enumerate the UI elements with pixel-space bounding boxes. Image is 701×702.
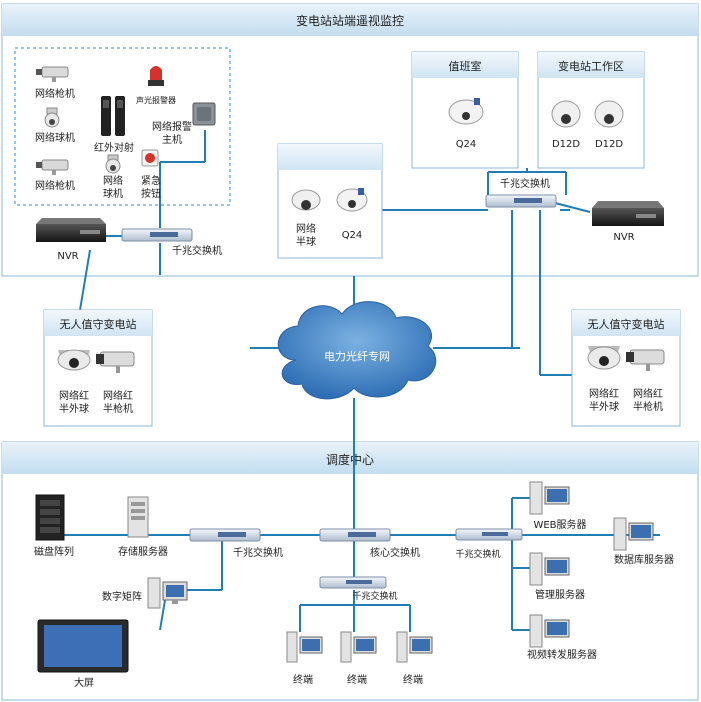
cam2-label: 网络球机 — [35, 131, 75, 144]
workshop-cam1-label: D12D — [552, 139, 580, 150]
terminal-label-2: 终端 — [347, 673, 367, 686]
switch-icon — [485, 194, 557, 208]
terminal-icon — [340, 631, 377, 663]
unattended-right-cam2-2: 半枪机 — [633, 400, 663, 413]
top-left-device-box: 网络枪机 网络球机 网络枪机 红外对射 声光报警器 — [14, 47, 231, 206]
ptz-dome-icon — [44, 107, 60, 128]
disk-array-icon — [35, 494, 65, 541]
sound-light-alarm-label: 声光报警器 — [136, 95, 176, 105]
server-icon — [529, 614, 570, 648]
unattended-station-right: 无人值守变电站 网络红 半外球 网络红 半枪机 — [571, 309, 681, 427]
switch-icon — [189, 528, 261, 542]
workshop-cam2-label: D12D — [595, 139, 623, 150]
camera-icon — [36, 159, 69, 175]
emergency-label-1: 紧急 — [141, 174, 161, 187]
unattended-station-left: 无人值守变电站 网络红 半外球 网络红 半枪机 — [43, 309, 153, 427]
bottom-switch-right-label: 千兆交换机 — [455, 548, 500, 560]
terminal-icon — [286, 631, 323, 663]
unattended-left-title: 无人值守变电站 — [60, 317, 137, 331]
unattended-right-cam2-1: 网络红 — [633, 387, 663, 400]
mid-camera-box: 网络 半球 Q24 — [277, 143, 383, 259]
ir-beam-icon — [101, 96, 125, 136]
cam1-label: 网络枪机 — [35, 87, 75, 100]
bottom-switch-left-label: 千兆交换机 — [233, 546, 283, 559]
top-section-title: 变电站站端遥视监控 — [296, 13, 404, 28]
duty-room-box: 值班室 Q24 — [411, 51, 519, 169]
unattended-right-cam1-2: 半外球 — [589, 400, 619, 413]
mgmt-server-label: 管理服务器 — [535, 588, 585, 601]
terminal-label-3: 终端 — [403, 673, 423, 686]
big-screen-icon — [37, 619, 129, 673]
storage-server-icon — [127, 496, 149, 538]
switch-icon — [455, 528, 523, 541]
switch-right-label: 千兆交换机 — [500, 177, 550, 190]
camera-icon — [36, 66, 69, 82]
dome-label-1: 网络 — [103, 174, 123, 187]
emergency-button-icon — [141, 149, 159, 167]
nvr-right-label: NVR — [613, 232, 634, 243]
fisheye-camera-icon — [448, 98, 484, 125]
disk-array-label: 磁盘阵列 — [34, 545, 74, 558]
ptz-dome-icon — [105, 154, 121, 174]
small-switch-label: 千兆交换机 — [352, 590, 397, 602]
fiber-network-cloud: 电力光纤专网 — [277, 301, 437, 400]
alarm-light-icon — [148, 66, 164, 86]
cloud-label: 电力光纤专网 — [324, 349, 390, 363]
ir-dome-camera-icon — [587, 346, 621, 370]
fisheye-camera-icon — [336, 188, 368, 212]
nvr-right-icon — [592, 201, 664, 226]
dome-camera-icon — [291, 189, 321, 211]
core-switch-icon — [319, 528, 391, 542]
duty-room-title: 值班室 — [449, 59, 482, 73]
workshop-title: 变电站工作区 — [558, 59, 624, 73]
ir-bullet-camera-icon — [626, 349, 665, 371]
server-icon — [529, 552, 570, 586]
switch-left-label: 千兆交换机 — [172, 244, 222, 257]
big-screen-label: 大屏 — [74, 676, 94, 689]
digital-matrix-icon — [147, 577, 188, 609]
unattended-left-cam1-2: 半外球 — [59, 402, 89, 415]
db-server-label: 数据库服务器 — [614, 553, 674, 566]
core-switch-label: 核心交换机 — [370, 546, 420, 559]
ir-dome-camera-icon — [57, 349, 91, 371]
storage-server-label: 存储服务器 — [118, 545, 168, 558]
mid-cam2-label: Q24 — [342, 230, 363, 241]
unattended-left-cam2-2: 半枪机 — [103, 402, 133, 415]
web-server-label: WEB服务器 — [533, 518, 586, 531]
nvr-left-label: NVR — [57, 251, 78, 262]
dome-camera-icon — [551, 100, 581, 128]
emergency-label-2: 按钮 — [141, 187, 161, 200]
workshop-box: 变电站工作区 D12D D12D — [537, 51, 645, 169]
digital-matrix-label: 数字矩阵 — [102, 590, 142, 603]
terminal-icon — [396, 631, 433, 663]
switch-icon — [319, 576, 387, 589]
ir-bullet-camera-icon — [96, 351, 135, 373]
duty-room-cam-label: Q24 — [456, 139, 477, 150]
cam3-label: 网络枪机 — [35, 179, 75, 192]
video-server-label: 视频转发服务器 — [527, 648, 597, 661]
ir-label: 红外对射 — [94, 141, 134, 154]
dome-label-2: 球机 — [103, 187, 123, 200]
mid-cam1-label-1: 网络 — [296, 222, 316, 235]
switch-icon — [121, 228, 193, 242]
alarm-host-label-1: 网络报警 — [152, 120, 192, 133]
server-icon — [529, 481, 570, 515]
unattended-right-cam1-1: 网络红 — [589, 387, 619, 400]
alarm-host-icon — [192, 102, 216, 126]
server-icon — [613, 517, 654, 551]
unattended-left-cam2-1: 网络红 — [103, 389, 133, 402]
alarm-host-label-2: 主机 — [162, 133, 182, 146]
unattended-left-cam1-1: 网络红 — [59, 389, 89, 402]
mid-cam1-label-2: 半球 — [296, 235, 316, 248]
terminal-label-1: 终端 — [293, 673, 313, 686]
unattended-right-title: 无人值守变电站 — [588, 317, 665, 331]
nvr-left-icon — [36, 218, 106, 242]
bottom-section-title: 调度中心 — [326, 452, 374, 467]
dome-camera-icon — [594, 100, 624, 128]
